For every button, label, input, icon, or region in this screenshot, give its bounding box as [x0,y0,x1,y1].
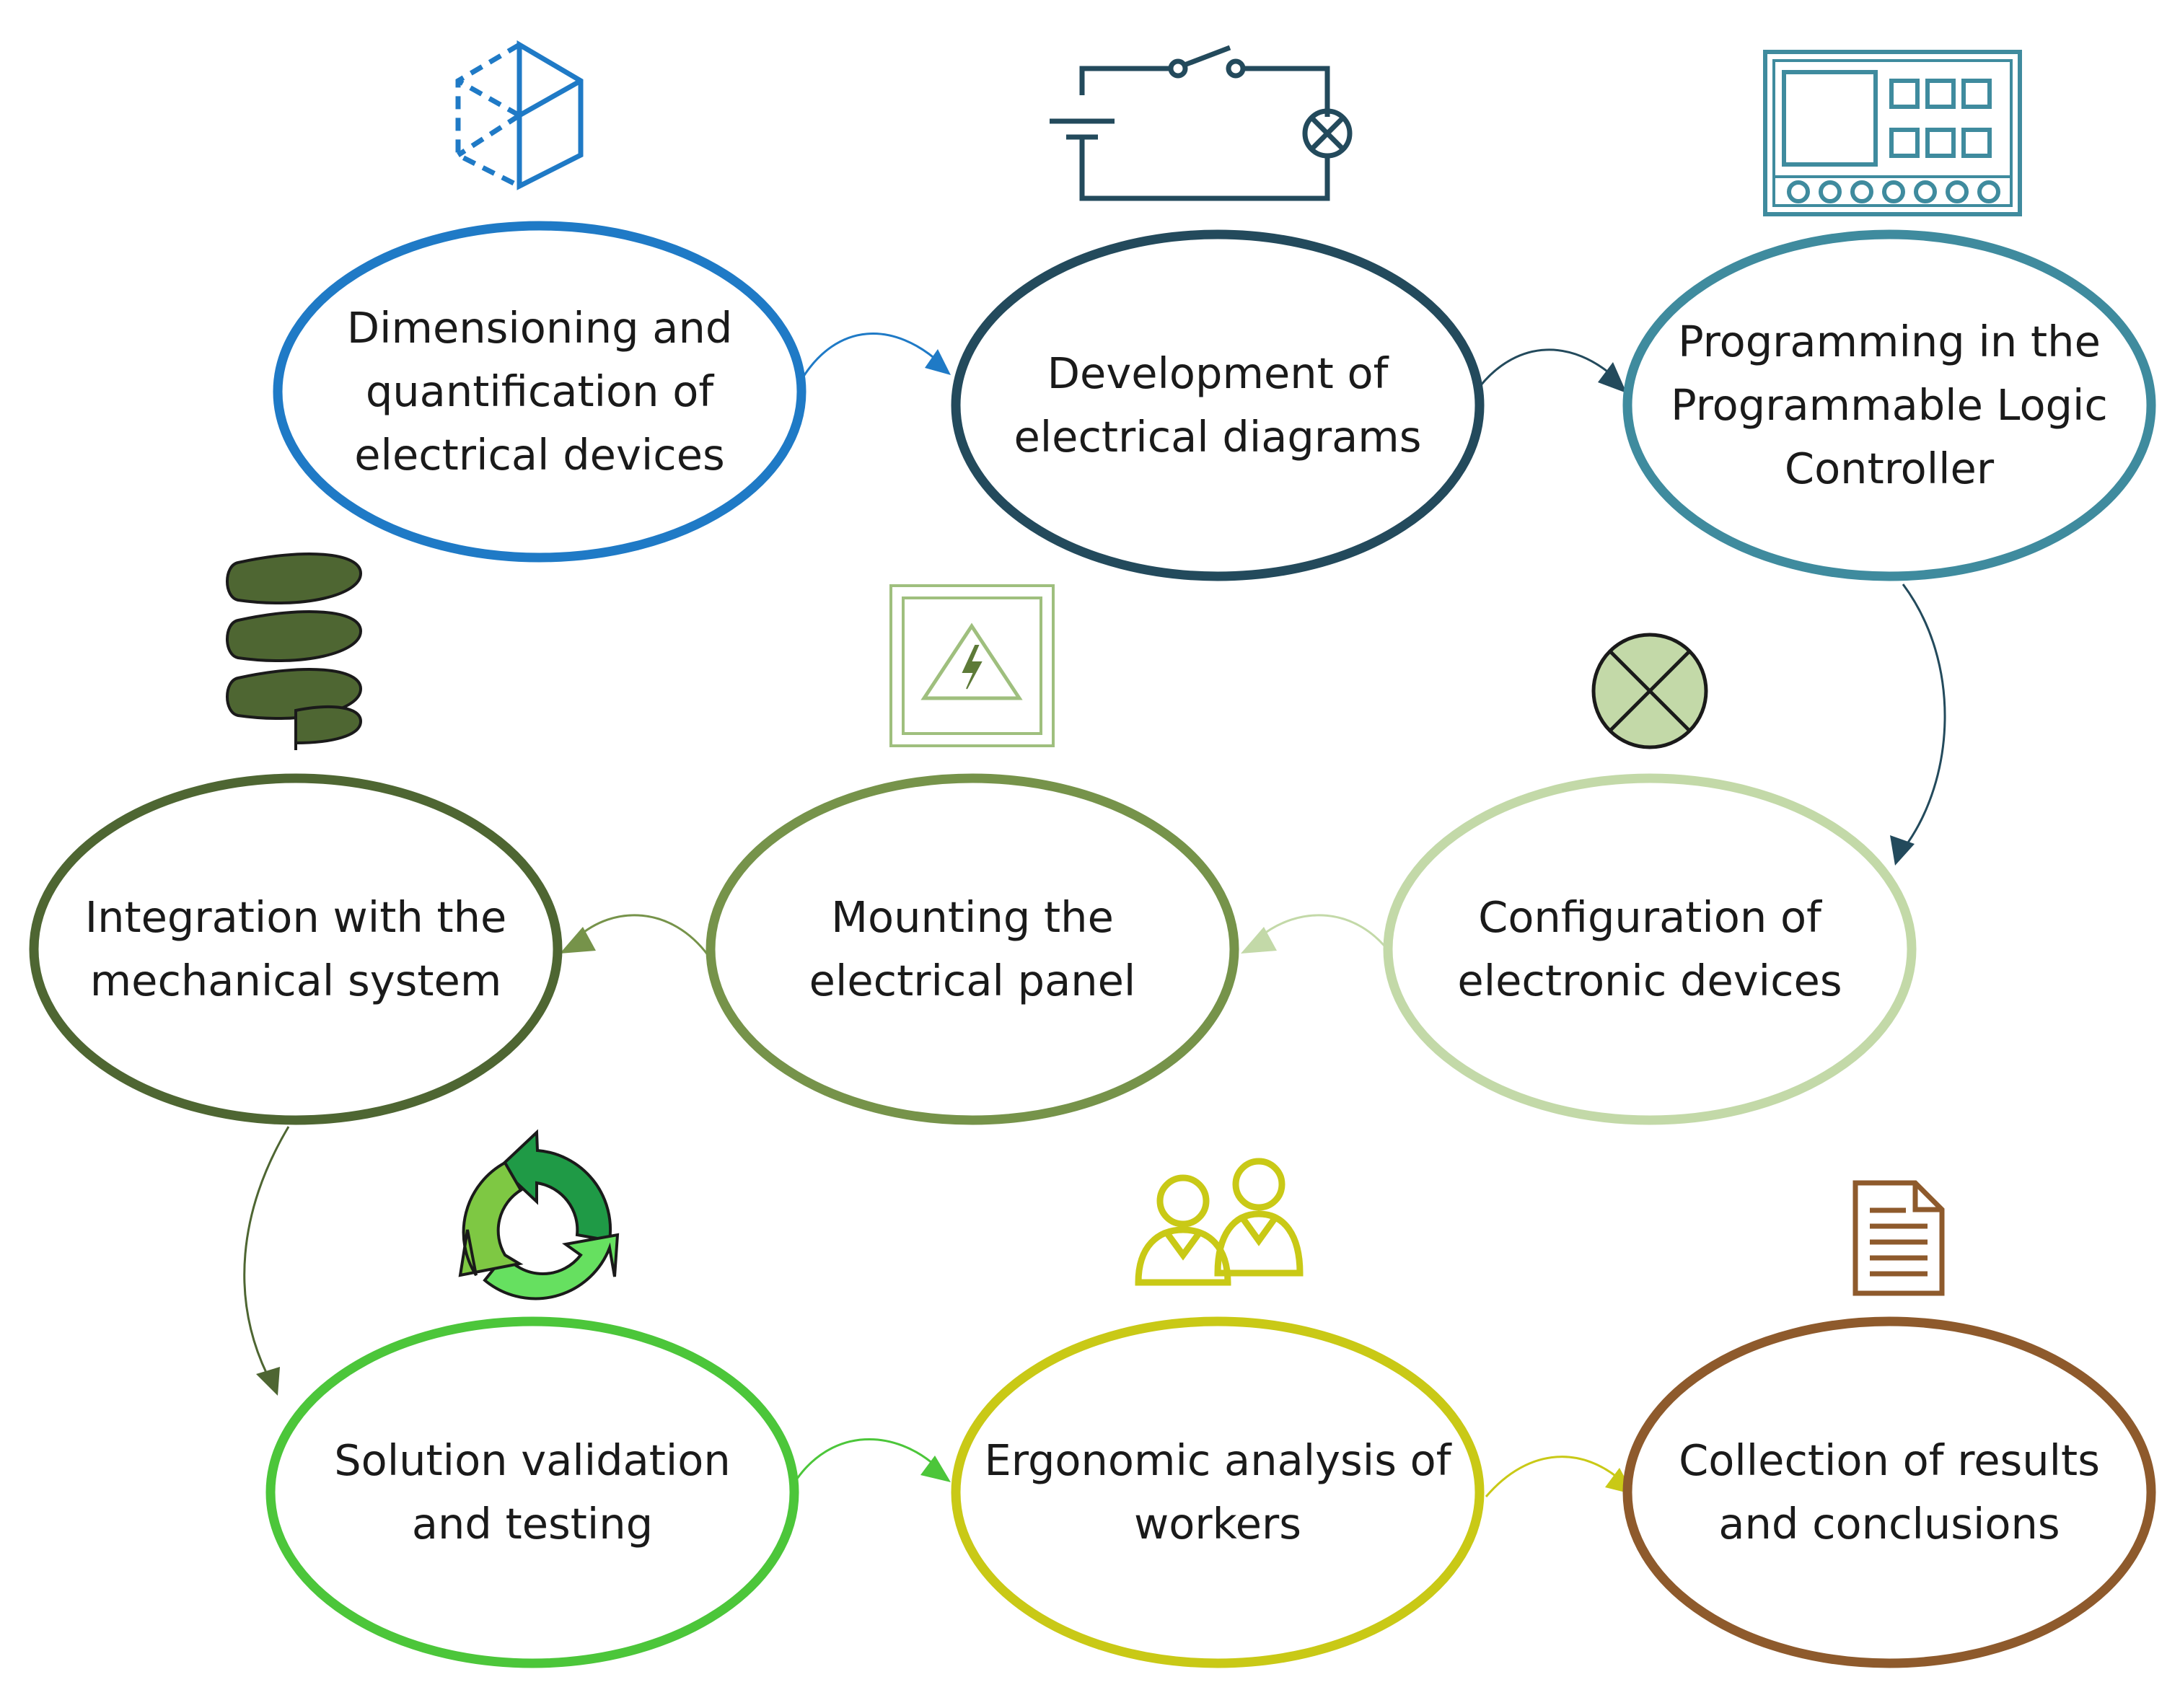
connector-mechanical-to-validation [243,1126,290,1396]
connector-diagrams-to-plc [1479,348,1627,393]
node-mechanical-line-2: mechanical system [89,956,502,1005]
node-results-label: Collection of results and conclusions [1673,1384,2106,1601]
document-icon [1852,1180,1945,1296]
node-diagrams-label: Development of electrical diagrams [1001,297,1434,514]
electrical-panel-icon [889,584,1055,747]
circuit-icon [1050,45,1353,201]
node-dimensioning-line-2: quantification of [365,366,714,416]
node-config-line-1: Configuration of [1478,892,1821,942]
node-mechanical-label: Integration with the mechanical system [79,841,512,1057]
node-plc-ellipse [1622,229,2156,581]
node-dimensioning-ellipse [273,221,806,563]
lamp-icon [1591,633,1708,749]
users-icon [1135,1158,1304,1286]
node-diagrams-line-1: Development of [1047,348,1389,398]
node-results-line-2: and conclusions [1718,1499,2060,1549]
node-dimensioning-line-1: Dimensioning and [346,303,733,353]
node-validation-ellipse [265,1316,799,1668]
connector-plc-to-config [1890,584,1946,866]
node-dimensioning-line-3: electrical devices [354,430,725,480]
cube-icon [455,40,584,190]
node-ergonomic-line-2: workers [1134,1499,1301,1549]
connector-panel-to-mechanical [560,914,710,956]
node-panel-line-1: Mounting the [831,892,1114,942]
node-ergonomic-ellipse [951,1316,1485,1668]
node-validation-line-1: Solution validation [334,1435,731,1485]
node-plc-line-2: Programmable Logic [1671,380,2108,430]
node-mechanical-line-1: Integration with the [84,892,507,942]
node-results-ellipse [1622,1316,2156,1668]
node-ergonomic-label: Ergonomic analysis of workers [984,1384,1451,1601]
connector-dimensioning-to-diagrams [799,333,951,382]
node-dimensioning-label: Dimensioning and quantification of elect… [323,283,756,500]
node-plc-line-1: Programming in the [1678,317,2101,366]
connector-config-to-panel [1241,914,1394,956]
node-config-ellipse [1383,773,1917,1125]
spring-icon [226,553,363,750]
node-panel-line-2: electrical panel [809,956,1136,1005]
connector-ergonomic-to-results [1485,1456,1634,1497]
node-results-line-1: Collection of results [1679,1435,2100,1485]
node-diagrams-ellipse [951,229,1485,581]
node-diagrams-line-2: electrical diagrams [1014,412,1422,462]
node-validation-line-2: and testing [411,1499,654,1549]
plc-icon [1763,50,2022,216]
connector-validation-to-ergonomic [796,1438,951,1482]
node-plc-label: Programming in the Programmable Logic Co… [1671,297,2108,514]
node-ergonomic-line-1: Ergonomic analysis of [984,1435,1451,1485]
node-mechanical-ellipse [29,773,563,1125]
node-validation-label: Solution validation and testing [316,1384,749,1601]
node-panel-label: Mounting the electrical panel [756,841,1189,1057]
node-panel-ellipse [706,773,1239,1125]
node-plc-line-3: Controller [1784,444,1995,493]
recycle-icon [458,1129,620,1300]
node-config-line-2: electronic devices [1457,956,1842,1005]
node-config-label: Configuration of electronic devices [1433,841,1866,1057]
